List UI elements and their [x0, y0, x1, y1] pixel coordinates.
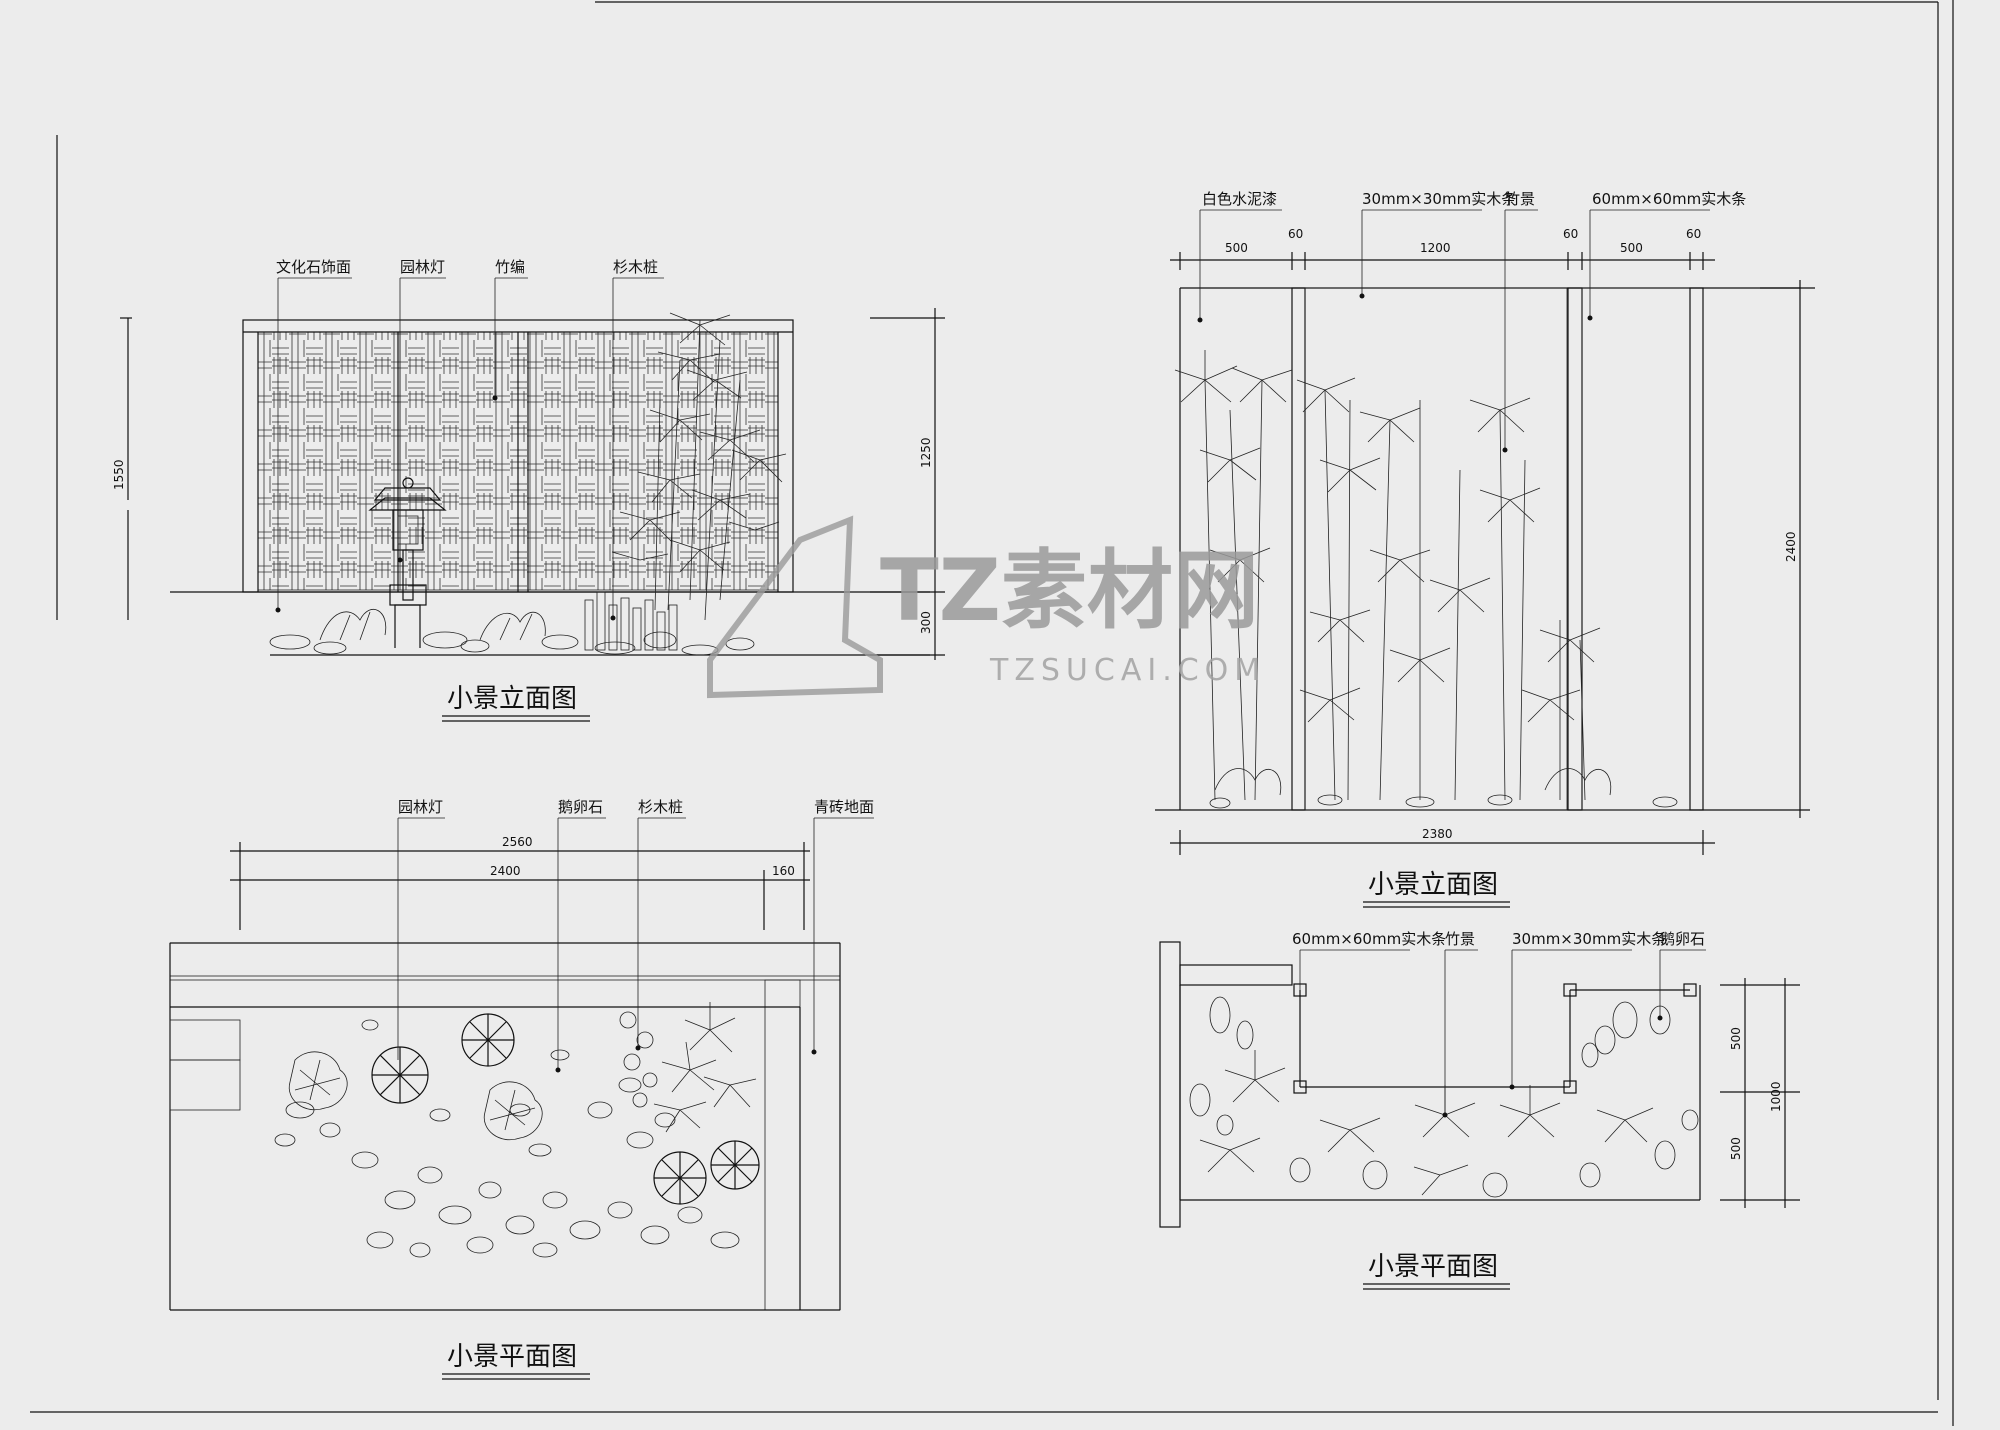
wall-hatch: [1159, 941, 1181, 1228]
left-plan: 2560 2400 160: [169, 798, 874, 1380]
shrub-plan: [288, 1051, 543, 1141]
title-left-plan: 小景平面图: [447, 1342, 577, 1372]
post-60mm-mid: [1567, 287, 1583, 811]
shrub: [319, 609, 546, 641]
dim-inner-width: 2400: [490, 864, 521, 878]
fir-wood-posts: [584, 591, 678, 651]
wood-slat-screen: [1304, 287, 1568, 811]
label-plan-bamboo: 竹景: [1445, 930, 1475, 948]
bamboo-cluster: [611, 312, 787, 621]
label-fir-post: 杉木桩: [613, 258, 658, 276]
bamboo-right-plan: [1199, 1050, 1654, 1196]
watermark: TZ素材网 TZSUCAI.COM: [707, 515, 1266, 699]
post-60mm-right: [1689, 287, 1704, 811]
dim-overall-width: 2560: [502, 835, 533, 849]
title-right-elevation: 小景立面图: [1368, 870, 1498, 900]
dim-seg2: 60: [1288, 227, 1303, 241]
dim-bottom: 500: [1729, 1137, 1743, 1160]
pebbles-base: [269, 631, 755, 656]
dim-total: 1000: [1769, 1081, 1783, 1112]
label-bamboo-scene: 竹景: [1505, 190, 1535, 208]
label-slat-60: 60mm×60mm实木条: [1592, 190, 1746, 208]
dim-seg3: 1200: [1420, 241, 1451, 255]
title-right-plan: 小景平面图: [1368, 1252, 1498, 1282]
dim-width: 2380: [1422, 827, 1453, 841]
label-plan-slat-60: 60mm×60mm实木条: [1292, 930, 1446, 948]
lamp-top-view: [371, 1013, 760, 1205]
label-plan-slat-30: 30mm×30mm实木条: [1512, 930, 1666, 948]
label-garden-lamp: 园林灯: [400, 258, 445, 276]
sheet-border: [30, 0, 1954, 1426]
dim-height: 2400: [1784, 531, 1798, 562]
dim-top: 500: [1729, 1027, 1743, 1050]
watermark-sub: TZSUCAI.COM: [989, 653, 1266, 688]
brick-border-top: [169, 942, 841, 977]
dim-seg5: 500: [1620, 241, 1643, 255]
dim-panel: 1250: [919, 437, 933, 468]
bamboo-elevation: [1174, 350, 1601, 801]
label-culture-stone: 文化石饰面: [276, 258, 351, 276]
label-plan-brick: 青砖地面: [814, 798, 874, 816]
dim-seg1: 500: [1225, 241, 1248, 255]
label-white-paint: 白色水泥漆: [1202, 190, 1277, 208]
dim-seg6: 60: [1686, 227, 1701, 241]
dim-base: 300: [919, 611, 933, 634]
dim-seg4: 60: [1563, 227, 1578, 241]
label-slat-30: 30mm×30mm实木条: [1362, 190, 1516, 208]
pebbles-plan: [274, 1011, 740, 1258]
plants-base: [1209, 768, 1678, 809]
label-plan-pebble: 鹅卵石: [558, 798, 603, 816]
label-plan-post: 杉木桩: [638, 798, 683, 816]
dim-overall: 1550: [112, 459, 126, 490]
pebbles-right-plan: [1189, 996, 1699, 1198]
garden-lamp: [368, 477, 447, 648]
watermark-text: TZ素材网: [880, 541, 1259, 641]
bamboo-plan: [653, 1002, 757, 1133]
post-60mm-left: [1291, 287, 1306, 811]
title-left-elevation: 小景立面图: [447, 684, 577, 714]
right-plan: 60mm×60mm实木条 竹景 30mm×30mm实木条 鹅卵石 500 100…: [1159, 930, 1800, 1290]
brick-border-right: [764, 979, 841, 1311]
dim-edge: 160: [772, 864, 795, 878]
label-plan-lamp: 园林灯: [398, 798, 443, 816]
right-elevation: 500 60 1200 60 500 60: [1155, 190, 1815, 908]
left-elevation: 1550: [56, 135, 945, 722]
label-bamboo-weave: 竹编: [495, 258, 525, 276]
label-plan-pebble-right: 鹅卵石: [1660, 930, 1705, 948]
watermark-logo: [707, 515, 883, 699]
